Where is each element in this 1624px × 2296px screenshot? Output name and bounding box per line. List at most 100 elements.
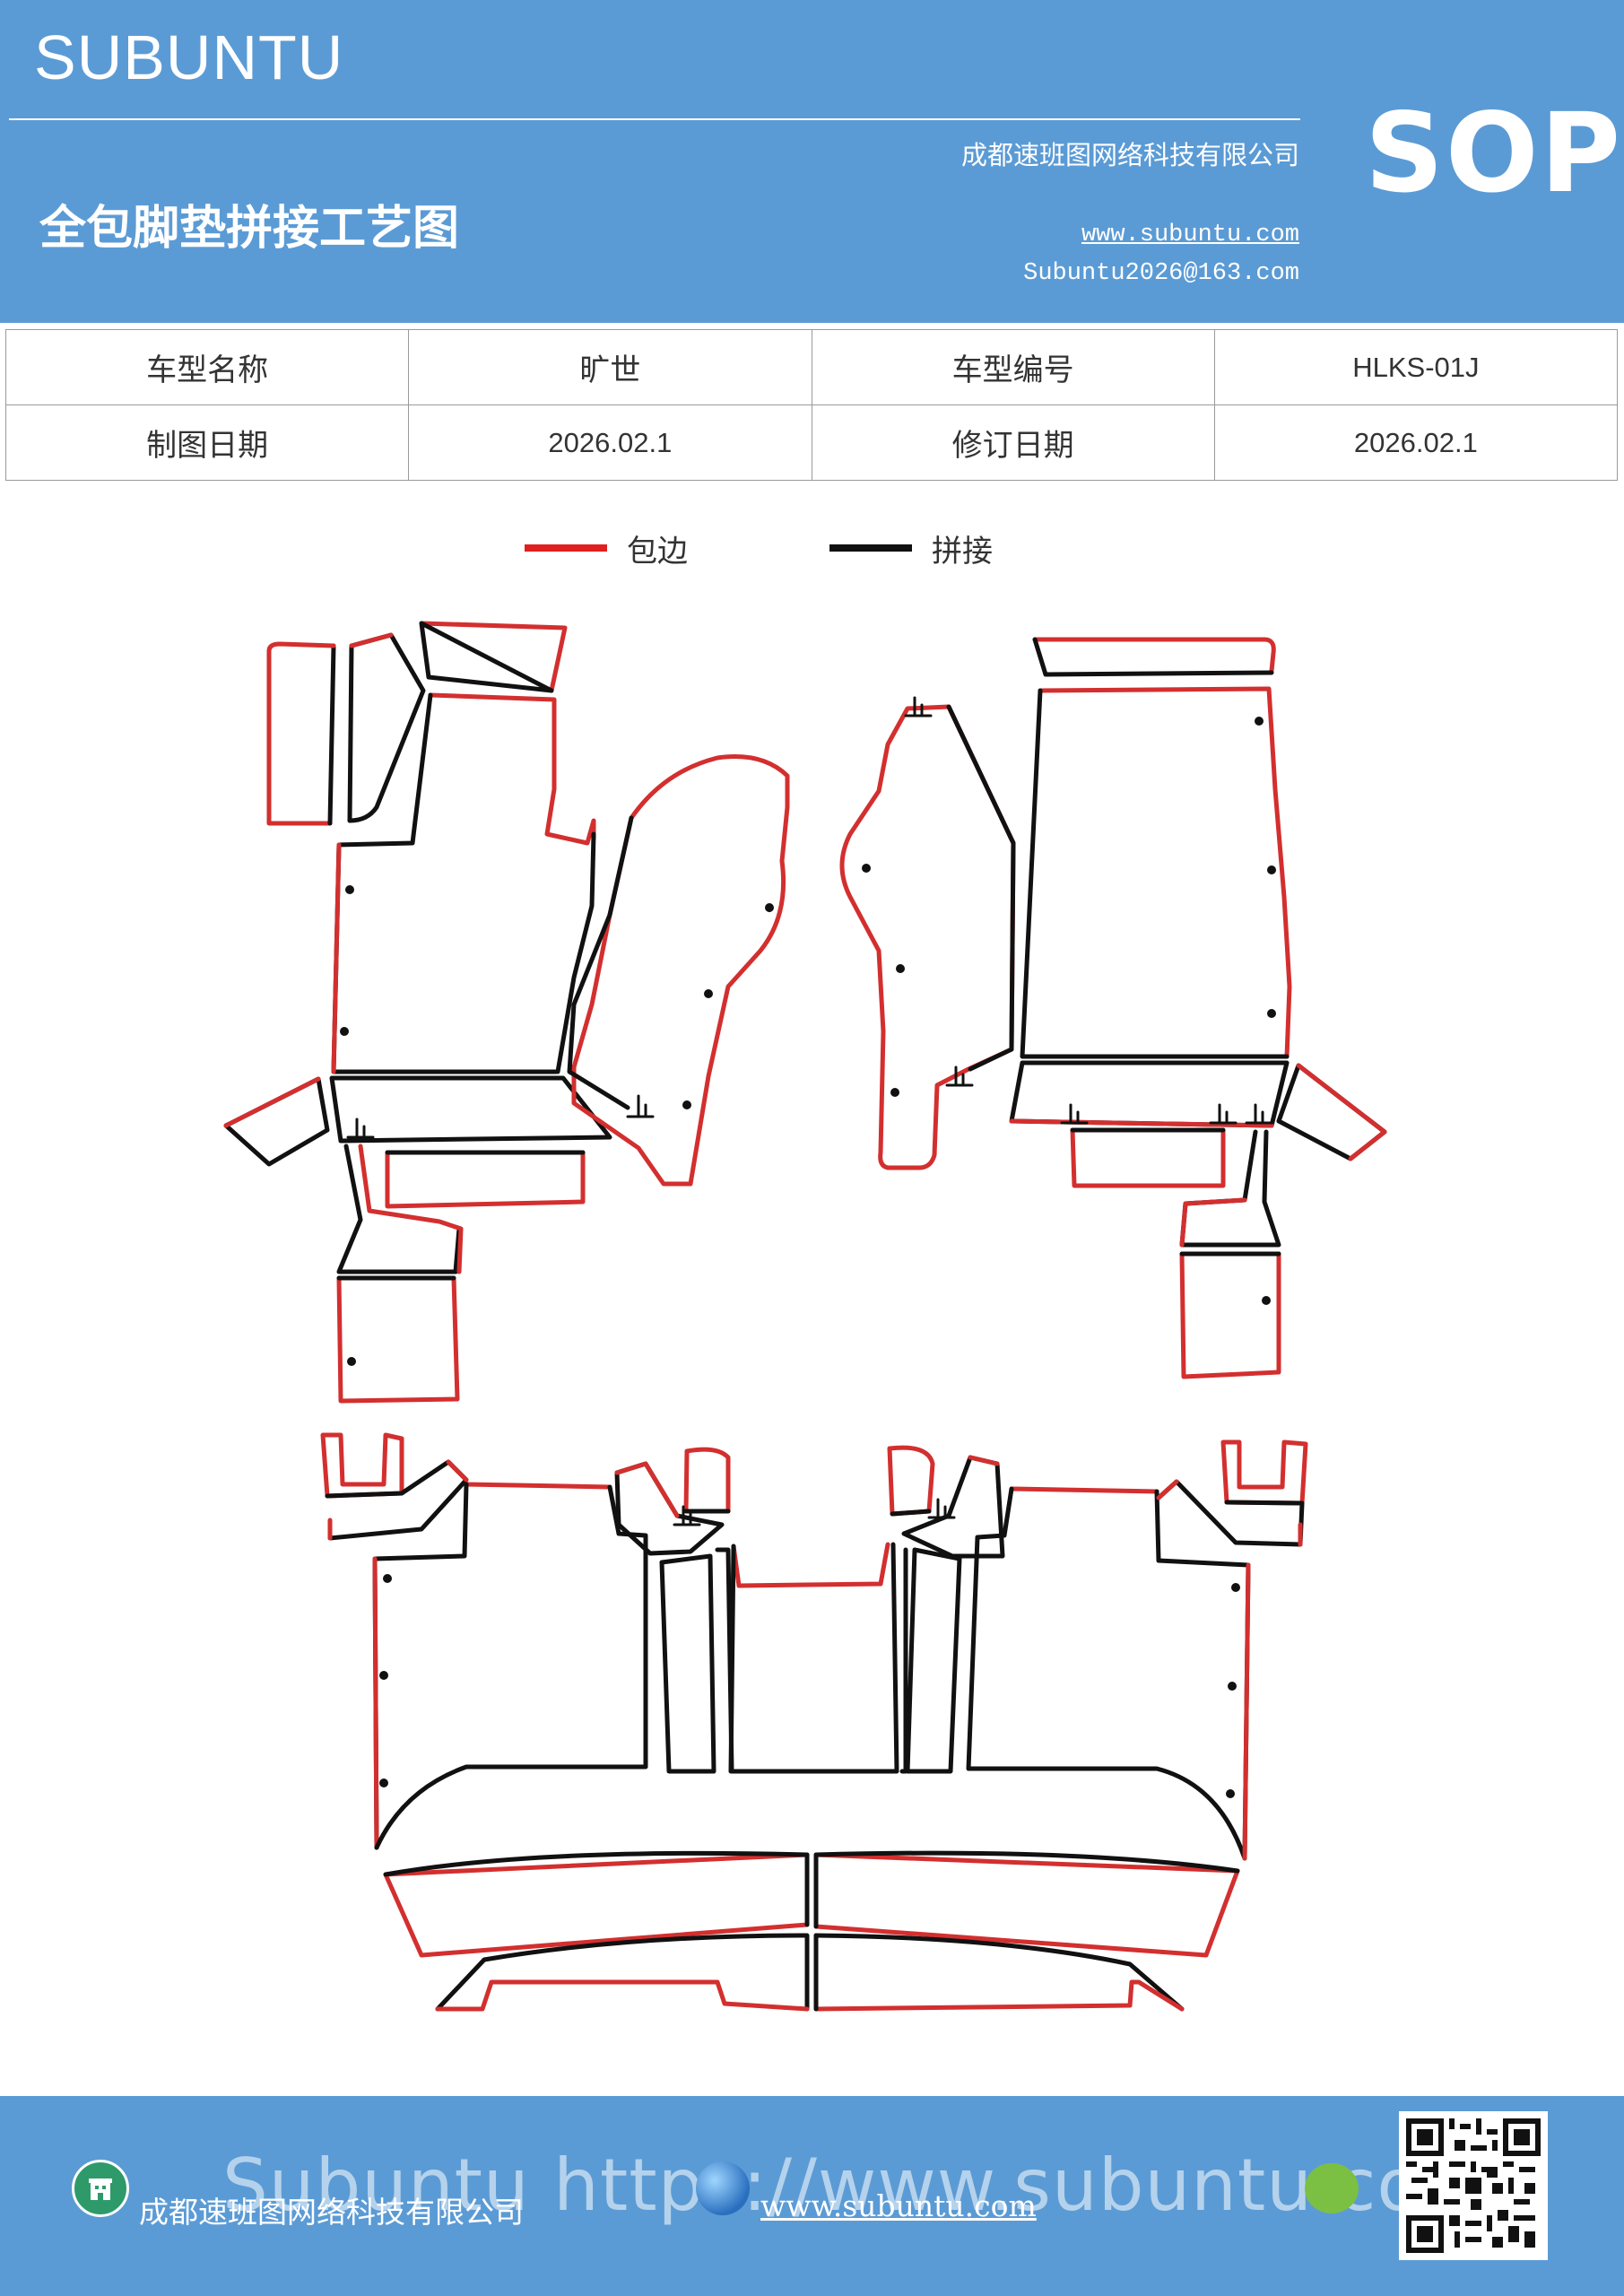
header-divider (9, 118, 1300, 120)
mat-hole (1255, 717, 1264, 726)
mat-piece (1032, 637, 1276, 674)
mat-piece (336, 1275, 460, 1404)
table-row: 制图日期 2026.02.1 修订日期 2026.02.1 (4, 404, 1619, 481)
mat-piece (347, 632, 426, 823)
mat-piece (1032, 637, 1274, 677)
splice-marker (1245, 1103, 1273, 1125)
building-icon-glyph (89, 2179, 112, 2200)
mat-piece (419, 621, 554, 693)
mat-piece (266, 641, 336, 654)
draw-date-label: 制图日期 (4, 404, 410, 481)
mat-piece (890, 1509, 932, 1517)
mat-piece (1179, 1129, 1281, 1248)
footer-website-link[interactable]: www.subuntu.com (760, 2188, 1037, 2223)
mat-piece (1220, 1439, 1308, 1506)
mat-hole (340, 1027, 349, 1036)
mat-piece (428, 692, 596, 846)
mat-piece (839, 704, 1016, 1170)
mat-piece (435, 1979, 810, 2012)
mat-hole (347, 1357, 356, 1366)
page-title: 全包脚垫拼接工艺图 (39, 202, 460, 256)
mat-piece (813, 1850, 1240, 1929)
info-table: 车型名称 旷世 车型编号 HLKS-01J 制图日期 2026.02.1 修订日… (4, 329, 1619, 481)
mat-piece (320, 1432, 404, 1499)
brand-name: SUBUNTU (34, 22, 344, 92)
legend-edge: 包边 (525, 526, 688, 570)
mat-piece (813, 1979, 1185, 2012)
mat-piece (1156, 1479, 1305, 1547)
splice-marker (346, 1118, 375, 1139)
mat-piece (372, 1556, 379, 1850)
mat-piece (1242, 1562, 1251, 1861)
splice-marker (673, 1505, 701, 1526)
mat-piece (1296, 1063, 1387, 1161)
mat-hole (1231, 1583, 1240, 1592)
mat-piece (419, 621, 568, 693)
model-name-value: 旷世 (408, 329, 812, 405)
mat-piece (659, 1553, 716, 1774)
mat-piece (385, 1150, 586, 1209)
mat-piece (946, 704, 1016, 1072)
mat-piece (327, 643, 336, 826)
sop-badge: SOP (1365, 90, 1622, 217)
mat-piece (349, 632, 394, 648)
company-name: 成都速班图网络科技有限公司 (960, 140, 1299, 170)
splice-marker (1060, 1103, 1089, 1125)
mat-piece (968, 1455, 1000, 1466)
revise-date-label: 修订日期 (811, 404, 1215, 481)
mat-hole (1228, 1682, 1237, 1691)
qr-code-glyph (1406, 2118, 1541, 2253)
splice-marker (1209, 1103, 1238, 1125)
legend-joint: 拼接 (829, 526, 993, 570)
mat-piece (374, 1484, 648, 1850)
right-front-mat-group (839, 637, 1387, 1379)
mat-piece (347, 643, 354, 823)
mat-piece (1156, 1479, 1179, 1500)
mat-piece (331, 842, 342, 1074)
legend-joint-swatch (829, 544, 912, 552)
mat-hole (1267, 1009, 1276, 1018)
qr-code-icon (1399, 2111, 1548, 2260)
mat-piece (358, 1144, 464, 1274)
mat-hole (383, 1574, 392, 1583)
mat-piece (1009, 1486, 1159, 1494)
mat-piece (1154, 1489, 1251, 1861)
mat-piece (813, 1933, 1185, 2012)
mat-piece (567, 815, 634, 1110)
wechat-icon (1305, 2163, 1359, 2213)
legend-edge-label: 包边 (627, 533, 688, 570)
mat-hole (896, 964, 905, 973)
splice-marker (945, 1065, 974, 1087)
website-link[interactable]: www.subuntu.com (1081, 222, 1299, 248)
model-code-value: HLKS-01J (1213, 329, 1619, 405)
mat-hole (890, 1088, 899, 1097)
mat-piece (266, 648, 333, 826)
building-icon (72, 2160, 129, 2217)
mat-piece (383, 1850, 810, 1927)
splice-marker (927, 1498, 956, 1519)
mat-piece (731, 1542, 890, 1588)
mat-piece (728, 1542, 899, 1774)
splice-marker (904, 696, 933, 718)
mat-hole (1226, 1789, 1235, 1798)
email-address: Subuntu2026@163.com (1023, 260, 1299, 287)
mat-piece (223, 1076, 330, 1167)
mat-piece (223, 1076, 321, 1128)
draw-date-value: 2026.02.1 (408, 404, 812, 481)
mat-piece (446, 1459, 469, 1483)
rear-mat-group (320, 1432, 1308, 2012)
mat-hole (862, 864, 871, 873)
mat-piece (325, 1459, 469, 1541)
mat-piece (336, 1144, 462, 1274)
mat-piece (464, 1482, 612, 1490)
mat-piece (329, 1075, 612, 1144)
mat-piece (1020, 688, 1290, 1059)
mat-piece (571, 754, 790, 1187)
mat-piece (614, 1461, 680, 1518)
mat-piece (905, 1547, 962, 1774)
mat-piece (614, 1461, 725, 1556)
mat-hole (682, 1100, 691, 1109)
header-banner: SUBUNTU 全包脚垫拼接工艺图 成都速班图网络科技有限公司 www.subu… (0, 0, 1624, 323)
mat-piece (899, 1547, 908, 1774)
